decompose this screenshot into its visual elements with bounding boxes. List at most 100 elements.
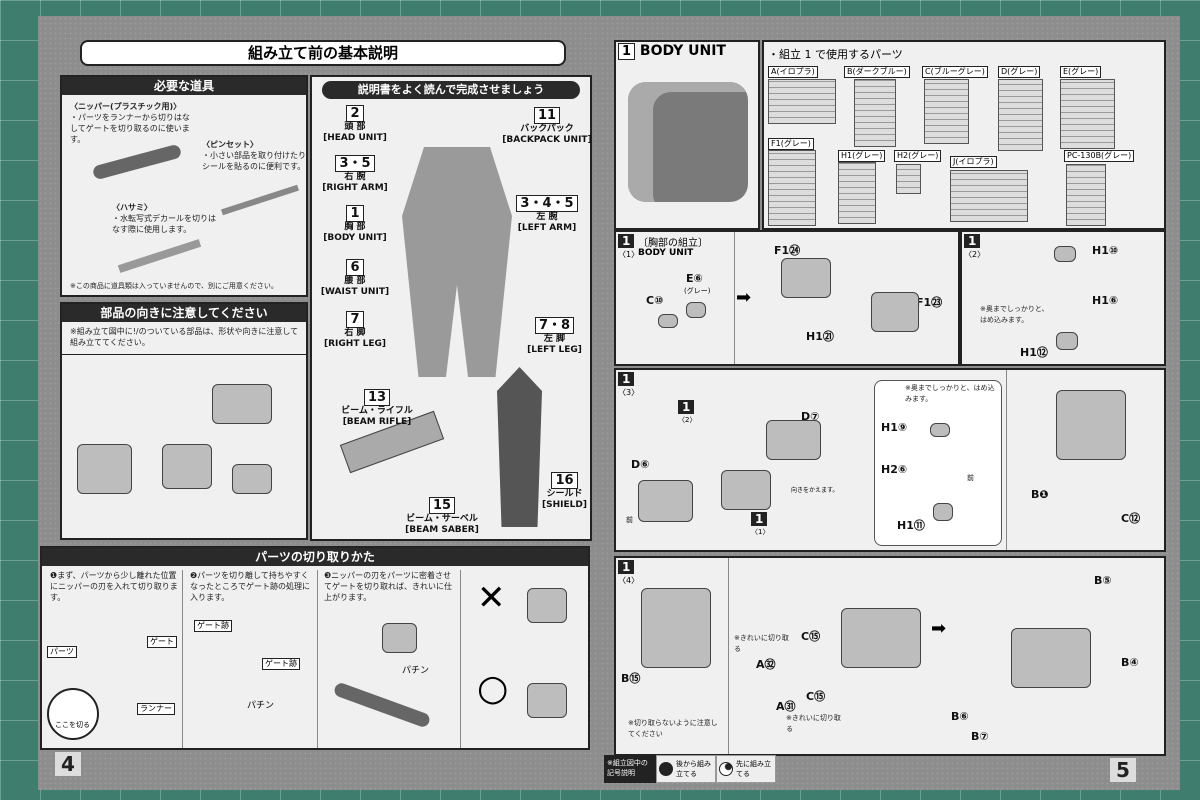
runner-pc130b [1066, 164, 1106, 226]
runner-c [924, 79, 969, 144]
ref-step-2: 1〈1〉 [751, 512, 770, 536]
part-b6: B⑥ [951, 710, 969, 723]
part-illustration [871, 292, 919, 332]
scissors-desc: ・水転写式デカールを切りはなす際に使用します。 [112, 214, 216, 234]
step-note: ※奥までしっかりと、はめ込みます。 [980, 305, 1049, 324]
part-h2-6: H2⑥ [881, 463, 908, 476]
step-number: 1 [618, 560, 635, 574]
runner-label-f1: F1(グレー) [768, 138, 814, 150]
legend-title: ※組立図中の記号説明 [604, 755, 656, 783]
step-title: 〔胸部の組立〕 [638, 238, 708, 249]
part-c10: C⑩ [646, 294, 664, 307]
orientation-text: ※組み立て図中に!/のついている部品は、形状や向きに注意して組み立ててください。 [70, 327, 299, 347]
part-illustration [1011, 628, 1091, 688]
runner-label-e: E(グレー) [1060, 66, 1102, 78]
nipper-image [91, 143, 183, 181]
step-1-3: 1 〈3〉 1〈2〉 D⑦ D⑥ 向きをかえます。 前 1〈1〉 ※奥までしっか… [614, 368, 1166, 552]
step-subtitle: BODY UNIT [638, 248, 694, 258]
step-sub: 〈4〉 [618, 576, 640, 585]
part-illustration [841, 608, 921, 668]
body-unit-panel: 1 BODY UNIT [614, 40, 760, 230]
part-illustration [638, 480, 693, 522]
first-assembly-icon [719, 762, 733, 776]
runner-label-h1: H1(グレー) [838, 150, 886, 162]
cutting-panel: パーツの切り取りかた ❶まず、パーツから少し離れた位置にニッパーの刃を入れて切り… [40, 546, 590, 750]
runner-e [1060, 79, 1115, 149]
runner-label-d: D(グレー) [998, 66, 1041, 78]
scissors-name: 〈ハサミ〉 [112, 203, 152, 212]
part-illustration [77, 444, 132, 494]
divider [734, 232, 735, 364]
divider [62, 354, 306, 355]
part-c15: C⑮ [801, 630, 821, 643]
pliers-illustration [332, 681, 432, 729]
symbol-legend: ※組立図中の記号説明 後から組み立てる 先に組み立てる [604, 755, 776, 783]
tag-runner: ランナー [137, 703, 175, 715]
part-illustration [527, 588, 567, 623]
part-d6: D⑥ [631, 458, 650, 471]
unit-title: BODY UNIT [639, 43, 726, 59]
tools-note: ※この商品に道具類は入っていませんので、別にご用意ください。 [70, 282, 278, 290]
part-illustration [382, 623, 417, 653]
step-1-4: 1 〈4〉 B⑮ ※切り取らないように注意してください ※きれいに切り取る ※き… [614, 556, 1166, 756]
part-b4: B④ [1121, 656, 1139, 669]
part-illustration [766, 420, 821, 460]
page-title-bar: 組み立て前の基本説明 [80, 40, 566, 66]
step-1-2: 1 〈2〉 H1⑩ H1⑥ H1⑫ ※奥までしっかりと、はめ込みます。 [960, 230, 1166, 366]
parts-used-heading: ・組立 1 で使用するパーツ [768, 48, 903, 61]
part-illustration [1054, 246, 1076, 262]
tools-panel: 必要な道具 〈ニッパー(プラスチック用)〉・パーツをランナーから切りはなしてゲー… [60, 75, 308, 297]
labels-heading: 説明書をよく読んで完成させましょう [322, 81, 580, 99]
part-illustration [1056, 332, 1078, 350]
arrow-icon: ➡ [736, 287, 752, 308]
runner-h1 [838, 162, 876, 224]
part-h1-9: H1⑨ [881, 421, 908, 434]
part-illustration [212, 384, 272, 424]
part-c15-2: C⑮ [806, 690, 826, 703]
part-illustration [658, 314, 678, 328]
back-assembly-icon [659, 762, 673, 776]
divider [182, 570, 183, 748]
part-e6: E⑥ [686, 272, 703, 285]
step-number: 1 [964, 234, 981, 248]
part-b7: B⑦ [971, 730, 989, 743]
part-illustration [930, 423, 950, 437]
snip-text: パチン [247, 701, 275, 711]
tag-gate-mark-2: ゲート跡 [262, 658, 300, 670]
part-a32: A㉜ [756, 658, 776, 671]
orientation-heading: 部品の向きに注意してください [62, 304, 306, 322]
tag-gate-mark: ゲート跡 [194, 620, 232, 632]
divider [460, 570, 461, 748]
orientation-panel: 部品の向きに注意してください ※組み立て図中に!/のついている部品は、形状や向き… [60, 302, 308, 540]
part-illustration [686, 302, 706, 318]
legend-back: 後から組み立てる [676, 760, 711, 778]
step-sub: 〈2〉 [964, 250, 986, 259]
runner-h2 [896, 164, 921, 194]
part-f1-23: F1㉓ [916, 296, 943, 309]
cutting-step-1: ❶まず、パーツから少し離れた位置にニッパーの刃を入れて切り取ります。 [50, 571, 178, 602]
part-illustration [232, 464, 272, 494]
cutting-heading: パーツの切り取りかた [42, 548, 588, 566]
tag-gate: ゲート [147, 636, 177, 648]
ref-step: 1〈2〉 [678, 400, 697, 424]
parts-used-panel: ・組立 1 で使用するパーツ A(イロプラ) B(ダークブルー) C(ブルーグレ… [762, 40, 1166, 230]
cut-here-circle: ここを切る [47, 688, 99, 740]
shield-illustration [497, 367, 542, 527]
detail-note: ※奥までしっかりと、はめ込みます。 [905, 384, 995, 403]
part-h1-6: H1⑥ [1092, 294, 1119, 307]
cutting-step-2: ❷パーツを切り離して持ちやすくなったところでゲート跡の処理に入ります。 [190, 571, 310, 602]
part-illustration [527, 683, 567, 718]
unit-number: 1 [618, 43, 636, 60]
cut-here-label: ここを切る [55, 721, 90, 729]
runner-b [854, 79, 896, 147]
page-number-right: 5 [1110, 758, 1136, 782]
divider [317, 570, 318, 748]
cutting-step-3: ❸ニッパーの刃をパーツに密着させてゲートを切り取れば、きれいに仕上がります。 [324, 571, 452, 602]
part-a31: A㉛ [776, 700, 796, 713]
